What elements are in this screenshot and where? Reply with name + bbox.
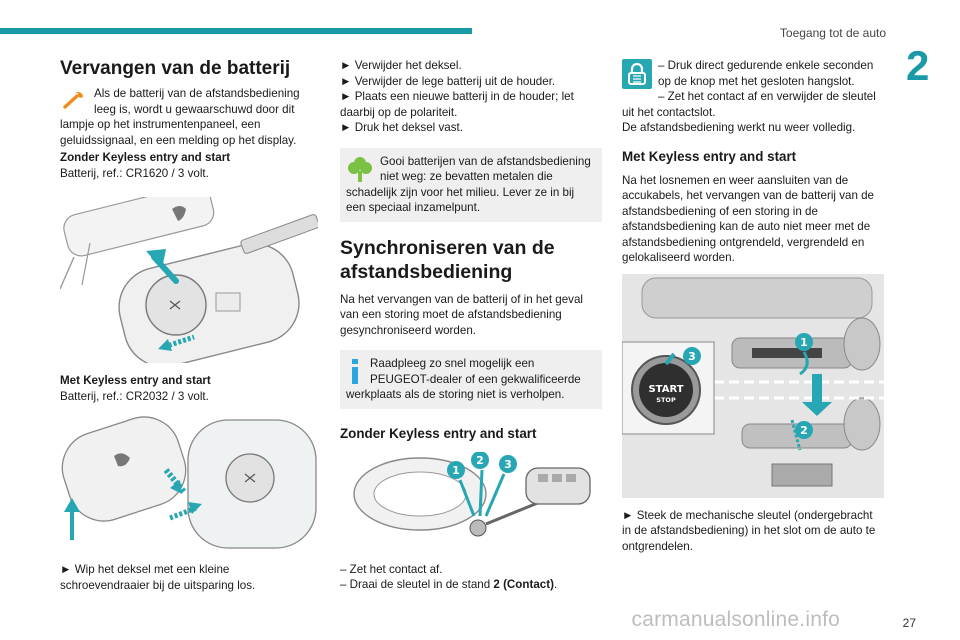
page-number: 27: [902, 616, 916, 630]
battery-warning-para: Als de batterij van de afstandsbediening…: [60, 86, 318, 148]
ignition-key-image: 1 2 3: [340, 450, 602, 552]
info-note: Raadpleeg zo snel mogelijk een PEUGEOT-d…: [340, 350, 602, 409]
watermark-url: carmanualsonline.info: [631, 608, 840, 631]
tree-icon: [346, 155, 374, 183]
smart-key-open-image: [60, 416, 318, 552]
battery-ref-cr1620: Batterij, ref.: CR1620 / 3 volt.: [60, 166, 209, 180]
lock-button-text: – Druk direct gedurende enkele seconden …: [658, 59, 874, 88]
svg-text:1: 1: [452, 464, 460, 477]
info-note-text: Raadpleeg zo snel mogelijk een PEUGEOT-d…: [346, 357, 581, 401]
subheading-with-keyless: Met Keyless entry and start: [60, 374, 211, 387]
svg-text:3: 3: [504, 458, 512, 471]
svg-text:2: 2: [476, 454, 484, 467]
section-title: Toegang tot de auto: [779, 26, 886, 40]
step-turn-key: – Draai de sleutel in de stand 2 (Contac…: [340, 577, 602, 593]
wrench-icon: [60, 87, 88, 115]
instruction-pry-cover: ► Wip het deksel met een kleine schroeve…: [60, 563, 256, 592]
stop-label: STOP: [656, 396, 676, 404]
start-label: START: [648, 384, 683, 395]
instruction-insert-mechanical-key: ► Steek de mechanische sleutel (ondergeb…: [622, 508, 876, 553]
heading-battery-replacement: Vervangen van de batterij: [60, 58, 291, 79]
subheading-without-keyless: Zonder Keyless entry and start: [60, 151, 231, 164]
heading-synchronise: Synchroniseren van de afstandsbediening: [340, 236, 555, 283]
contact-position: 2 (Contact): [493, 578, 554, 591]
eco-note-text: Gooi batterijen van de afstandsbediening…: [346, 154, 591, 215]
step-remove-cover: ► Verwijder het deksel.: [340, 59, 462, 72]
remote-working-again: De afstandsbediening werkt nu weer volle…: [622, 121, 856, 134]
column-1: Vervangen van de batterij Als de batteri…: [59, 58, 320, 593]
start-stop-image: 1 2 START STOP 3: [621, 273, 884, 498]
chapter-number: 2: [906, 42, 930, 89]
svg-text:2: 2: [800, 424, 808, 437]
column-2: ► Verwijder het deksel. ► Verwijder de l…: [340, 58, 602, 593]
step-press-cover: ► Druk het deksel vast.: [340, 121, 463, 134]
subheading-sync-without-keyless: Zonder Keyless entry and start: [340, 425, 537, 441]
subheading-sync-with-keyless: Met Keyless entry and start: [622, 148, 797, 164]
step-ignition-off: – Zet het contact af.: [340, 562, 443, 576]
step-remove-battery: ► Verwijder de lege batterij uit de houd…: [340, 74, 556, 88]
step-turn-key-end: .: [553, 578, 558, 591]
column-3: – Druk direct gedurende enkele seconden …: [621, 58, 884, 554]
svg-text:1: 1: [800, 336, 808, 349]
svg-text:3: 3: [688, 350, 696, 363]
step-turn-key-text: – Draai de sleutel in de stand: [340, 578, 494, 591]
step-insert-battery: ► Plaats een nieuwe batterij in de houde…: [340, 90, 574, 119]
eco-note: Gooi batterijen van de afstandsbediening…: [340, 147, 602, 222]
lock-button-para: – Druk direct gedurende enkele seconden …: [622, 58, 884, 89]
keyless-problem-text: Na het losnemen en weer aansluiten van d…: [622, 173, 875, 265]
battery-ref-cr2032: Batterij, ref.: CR2032 / 3 volt.: [60, 389, 209, 403]
key-fob-open-image: [59, 184, 320, 368]
step-ignition-off-remove-key: – Zet het contact af en verwijder de sle…: [622, 90, 876, 119]
info-icon: [346, 357, 364, 385]
padlock-icon: [622, 59, 652, 89]
battery-warning-text: Als de batterij van de afstandsbediening…: [60, 87, 300, 147]
header-bar: [0, 28, 472, 34]
sync-intro-text: Na het vervangen van de batterij of in h…: [340, 292, 583, 337]
